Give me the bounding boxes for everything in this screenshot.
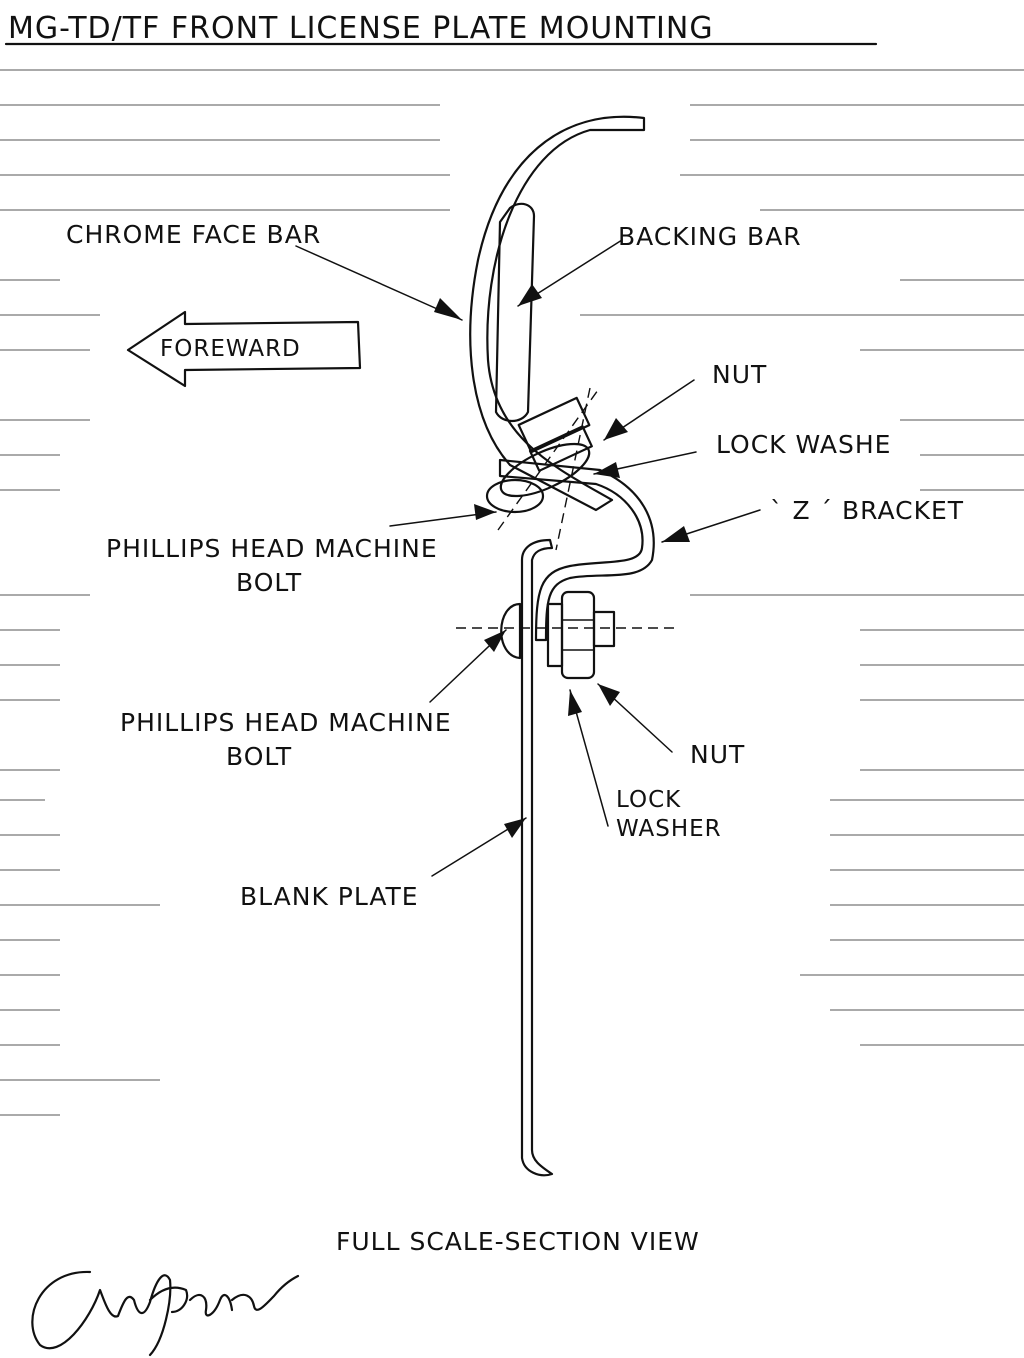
caption: FULL SCALE-SECTION VIEW xyxy=(336,1227,700,1256)
backing-bar xyxy=(494,202,536,423)
drawing-title: MG-TD/TF FRONT LICENSE PLATE MOUNTING xyxy=(8,11,714,46)
ruled-lines xyxy=(0,69,1024,1116)
forward-arrow: FOREWARD xyxy=(126,310,362,388)
lower-fastener xyxy=(456,590,680,680)
chrome-face-bar xyxy=(469,115,646,512)
blank-plate xyxy=(520,538,554,1177)
label-phillips-bolt-top-2: BOLT xyxy=(236,568,302,597)
forward-label: FOREWARD xyxy=(160,336,301,362)
label-chrome-face-bar: CHROME FACE BAR xyxy=(66,220,321,249)
upper-fastener xyxy=(485,387,599,551)
label-nut-bottom: NUT xyxy=(690,740,745,769)
label-z-bracket: ` Z ´ BRACKET xyxy=(770,496,964,525)
label-lock-washer-top: LOCK WASHE xyxy=(716,430,891,459)
signature xyxy=(31,1270,300,1357)
label-nut-top: NUT xyxy=(712,360,767,389)
leader-lines xyxy=(295,239,761,877)
label-lock-washer-bottom-1: LOCK xyxy=(616,787,681,813)
z-bracket xyxy=(498,458,655,642)
label-phillips-bolt-bottom-1: PHILLIPS HEAD MACHINE xyxy=(120,708,452,737)
label-phillips-bolt-bottom-2: BOLT xyxy=(226,742,292,771)
label-blank-plate: BLANK PLATE xyxy=(240,882,419,911)
label-lock-washer-bottom-2: WASHER xyxy=(616,816,722,842)
label-phillips-bolt-top-1: PHILLIPS HEAD MACHINE xyxy=(106,534,438,563)
label-backing-bar: BACKING BAR xyxy=(618,222,802,251)
